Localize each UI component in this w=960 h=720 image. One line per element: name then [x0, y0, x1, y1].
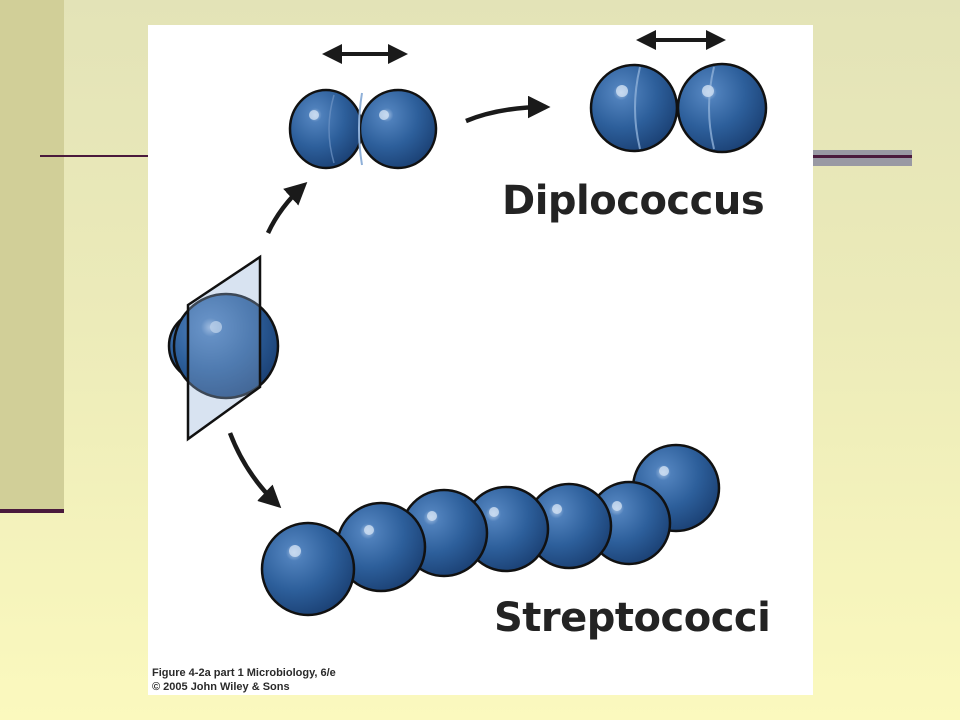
figure-panel: Diplococcus Streptococci Figure 4-2a par… [148, 25, 813, 695]
coccus-cell [172, 292, 280, 400]
left-side-panel [0, 0, 64, 512]
cell-division-diagram [167, 30, 768, 617]
diplococcus-seam-right [708, 66, 715, 150]
strep-highlight-1 [289, 545, 301, 557]
caption-line-1: Figure 4-2a part 1 Microbiology, 6/e [152, 667, 336, 679]
left-panel-rule [0, 509, 64, 513]
streptococci-chain [260, 443, 721, 617]
strep-highlight-4 [489, 507, 499, 517]
diplococcus-seam-left [634, 66, 641, 150]
strep-cell-1 [260, 521, 356, 617]
arrow-to-diplococcus [265, 181, 308, 234]
caption-line-2: © 2005 John Wiley & Sons [152, 681, 290, 693]
diplococcus-early-highlight-left [309, 110, 319, 120]
streptococci-label: Streptococci [494, 595, 771, 641]
title-bar-accent [812, 150, 912, 166]
diplococcus-early-seam [328, 94, 335, 164]
diplococcus-separated [589, 30, 768, 154]
arrow-diplococcus-separation [465, 95, 551, 124]
diplococcus-early-cell-left [288, 88, 364, 170]
strep-highlight-6 [612, 501, 622, 511]
diplococcus-highlight-left [616, 85, 628, 97]
diplococcus-early-septum [358, 92, 363, 166]
title-bar-line [812, 155, 912, 158]
figure-caption: Figure 4-2a part 1 Microbiology, 6/e © 2… [152, 666, 336, 694]
division-plane [186, 254, 262, 442]
diplococcus-early-cell-right [358, 88, 438, 170]
diplococcus-highlight-right [702, 85, 714, 97]
arrow-to-streptococci [227, 432, 282, 509]
diplococcus-cell-right [676, 62, 768, 154]
coccus-highlight [210, 321, 222, 333]
diplococcus-early-highlight-right [379, 110, 389, 120]
strep-highlight-2 [364, 525, 374, 535]
diplococcus-label: Diplococcus [502, 178, 765, 224]
strep-highlight-3 [427, 511, 437, 521]
strep-highlight-5 [552, 504, 562, 514]
strep-highlight-7 [659, 466, 669, 476]
diplococcus-early [288, 44, 438, 170]
dividing-coccus [167, 254, 280, 442]
